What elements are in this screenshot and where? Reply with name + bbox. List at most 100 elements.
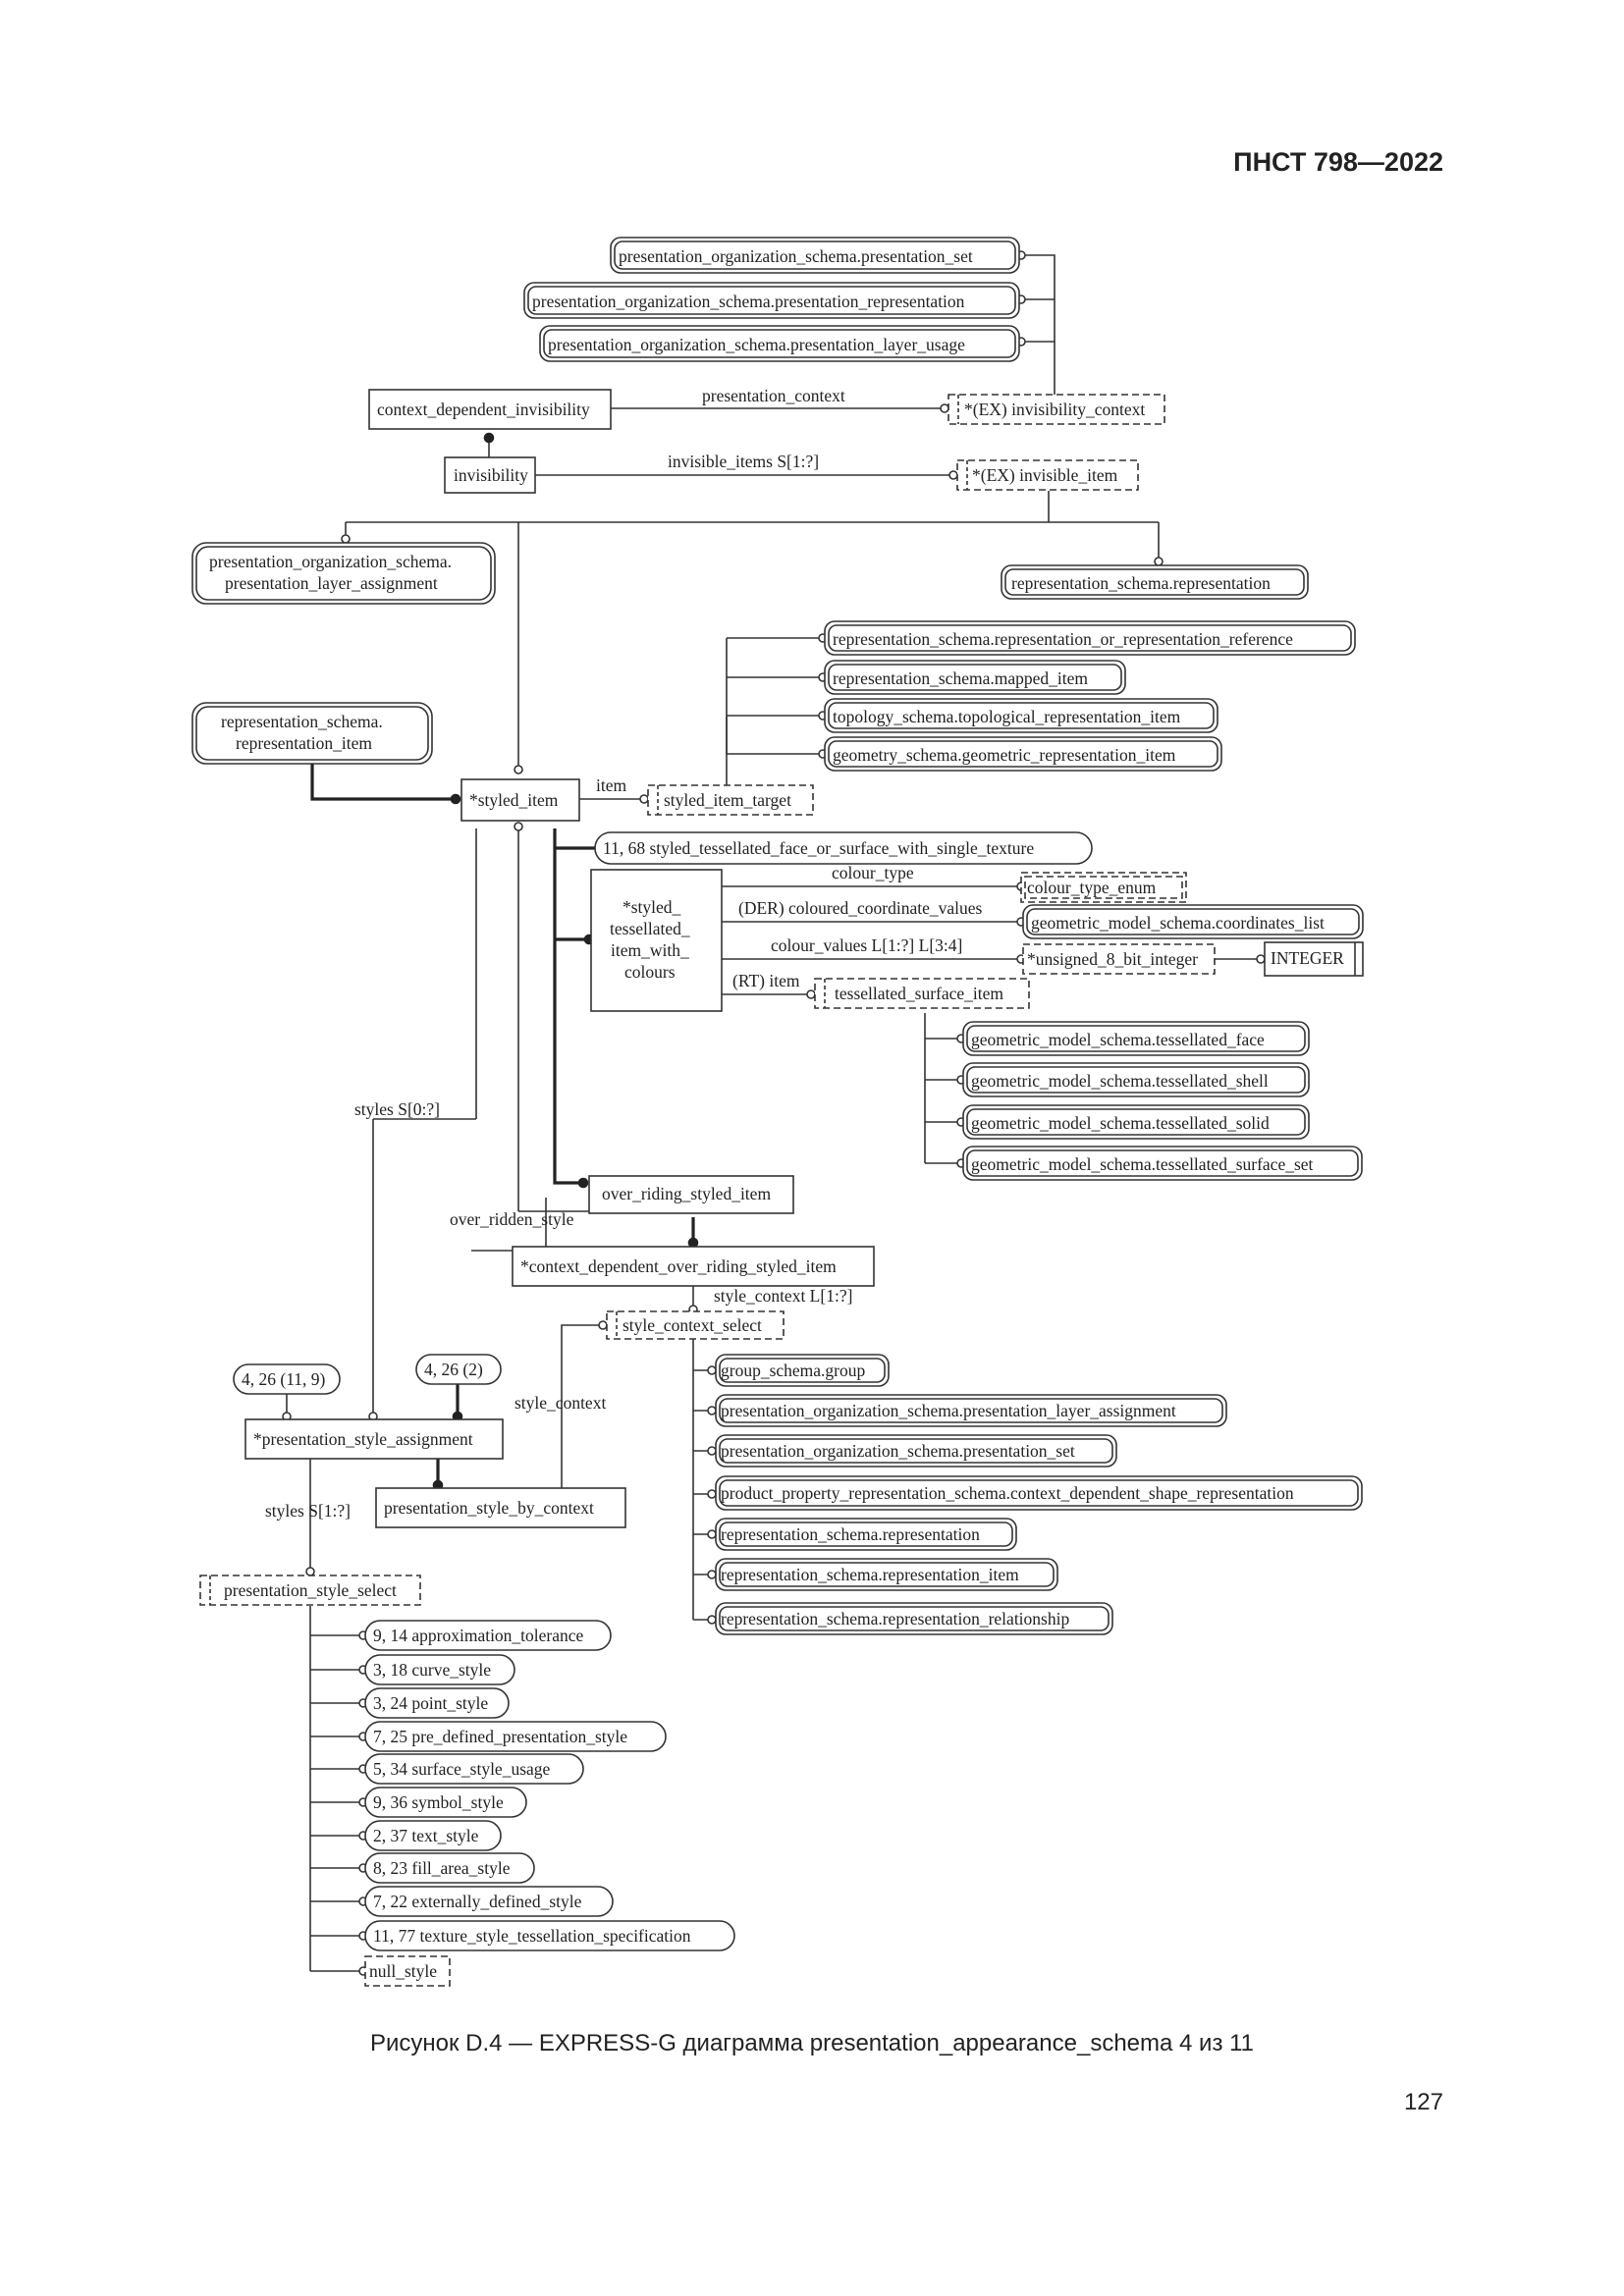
label: *presentation_style_assignment (253, 1429, 473, 1449)
label: *(EX) invisible_item (972, 465, 1118, 485)
attr-colour-type: colour_type (832, 863, 914, 882)
label: context_dependent_invisibility (377, 400, 590, 419)
attr-item: item (596, 775, 626, 795)
select-styled-item-target: styled_item_target (647, 784, 814, 816)
schema-ref-rep-or-rep-reference: representation_schema.representation_or_… (824, 620, 1356, 656)
schema-ref-topological-representation-item: topology_schema.topological_representati… (824, 698, 1218, 733)
page-ref-point-style: 3, 24 point_style (364, 1687, 510, 1719)
label: 3, 18 curve_style (373, 1660, 491, 1680)
type-unsigned-8-bit-integer: *unsigned_8_bit_integer (1022, 943, 1216, 975)
schema-ref-presentation-layer-assignment: presentation_organization_schema. presen… (191, 542, 496, 605)
label: tessellated_surface_item (835, 984, 1003, 1003)
label: 2, 37 text_style (373, 1826, 479, 1845)
label: presentation_organization_schema.present… (721, 1441, 1075, 1461)
schema-ref-representation-item-2: representation_schema.representation_ite… (715, 1558, 1058, 1591)
schema-ref-representation-2: representation_schema.representation (715, 1518, 1017, 1551)
attr-style-context: style_context (514, 1393, 606, 1413)
page-ref-approximation-tolerance: 9, 14 approximation_tolerance (364, 1620, 612, 1651)
page-ref-texture-style-tessellation: 11, 77 texture_style_tessellation_specif… (364, 1920, 735, 1951)
label: presentation_organization_schema.present… (619, 246, 973, 266)
select-colour-type-enum: colour_type_enum (1020, 872, 1187, 903)
schema-ref-representation: representation_schema.representation (1001, 564, 1309, 600)
label: over_riding_styled_item (602, 1184, 771, 1203)
entity-presentation-style-by-context: presentation_style_by_context (375, 1487, 626, 1528)
label: 5, 34 surface_style_usage (373, 1759, 551, 1779)
label: geometric_model_schema.tessellated_face (971, 1030, 1265, 1049)
label: geometric_model_schema.tessellated_solid (971, 1113, 1270, 1133)
schema-ref-presentation-layer-usage: presentation_organization_schema.present… (539, 325, 1020, 362)
label-line-2: presentation_layer_assignment (225, 573, 438, 593)
label: representation_schema.representation_or_… (833, 629, 1293, 649)
page-ref-styled-tessellated-face: 11, 68 styled_tessellated_face_or_surfac… (594, 831, 1093, 865)
page-ref-curve-style: 3, 18 curve_style (364, 1654, 515, 1685)
label: geometric_model_schema.tessellated_surfa… (971, 1154, 1314, 1174)
select-tessellated-surface-item: tessellated_surface_item (814, 978, 1030, 1009)
label: 4, 26 (11, 9) (242, 1369, 326, 1389)
schema-ref-presentation-set-2: presentation_organization_schema.present… (715, 1434, 1117, 1468)
select-invisible-item: *(EX) invisible_item (956, 459, 1139, 491)
schema-ref-representation-relationship: representation_schema.representation_rel… (715, 1602, 1113, 1635)
label: geometric_model_schema.tessellated_shell (971, 1071, 1269, 1091)
label-line-1: representation_schema. (221, 712, 383, 731)
label: representation_schema.representation_ite… (721, 1565, 1019, 1584)
label: null_style (369, 1961, 437, 1981)
page-ref-4-26-11-9: 4, 26 (11, 9) (233, 1363, 341, 1395)
schema-ref-geometric-representation-item: geometry_schema.geometric_representation… (824, 736, 1222, 772)
label: presentation_style_select (224, 1580, 397, 1600)
schema-ref-presentation-set: presentation_organization_schema.present… (610, 237, 1020, 274)
type-null-style: null_style (364, 1955, 451, 1987)
page-ref-fill-area-style: 8, 23 fill_area_style (364, 1852, 535, 1884)
page-ref-symbol-style: 9, 36 symbol_style (364, 1787, 527, 1818)
label: style_context_select (623, 1315, 762, 1335)
schema-ref-tessellated-face: geometric_model_schema.tessellated_face (962, 1021, 1310, 1056)
page-ref-externally-defined-style: 7, 22 externally_defined_style (364, 1886, 614, 1917)
entity-styled-item: *styled_item (460, 778, 580, 822)
label: 3, 24 point_style (373, 1693, 488, 1713)
entity-styled-tessellated-item-with-colours: *styled_ tessellated_ item_with_ colours (590, 869, 723, 1012)
schema-ref-tessellated-surface-set: geometric_model_schema.tessellated_surfa… (962, 1146, 1363, 1181)
label: 11, 77 texture_style_tessellation_specif… (373, 1926, 691, 1946)
attr-styles-1: styles S[1:?] (265, 1501, 351, 1521)
select-style-context-select: style_context_select (606, 1310, 785, 1340)
label: presentation_style_by_context (384, 1498, 594, 1518)
schema-ref-coordinates-list: geometric_model_schema.coordinates_list (1022, 904, 1364, 939)
label: presentation_organization_schema.present… (721, 1401, 1176, 1420)
label: presentation_organization_schema.present… (532, 292, 965, 311)
label: presentation_organization_schema.present… (548, 335, 965, 354)
label: invisibility (454, 465, 528, 485)
schema-ref-mapped-item: representation_schema.mapped_item (824, 660, 1126, 695)
schema-ref-presentation-layer-assignment-full: presentation_organization_schema.present… (715, 1394, 1227, 1427)
label: representation_schema.representation (721, 1524, 980, 1544)
attr-colour-values: colour_values L[1:?] L[3:4] (771, 935, 962, 955)
label: *(EX) invisibility_context (964, 400, 1145, 419)
attr-style-context-list: style_context L[1:?] (714, 1286, 852, 1306)
schema-ref-tessellated-shell: geometric_model_schema.tessellated_shell (962, 1062, 1310, 1097)
label: 4, 26 (2) (424, 1360, 483, 1379)
schema-ref-presentation-representation: presentation_organization_schema.present… (523, 282, 1020, 319)
attr-coloured-coordinate-values: (DER) coloured_coordinate_values (738, 898, 983, 918)
page-number: 127 (1403, 2089, 1443, 2115)
schema-ref-context-dependent-shape-representation: product_property_representation_schema.c… (715, 1475, 1363, 1511)
page-header: ПНСТ 798—2022 (1233, 147, 1443, 177)
label: *unsigned_8_bit_integer (1027, 949, 1198, 969)
label-line-1: presentation_organization_schema. (209, 552, 452, 571)
schema-ref-group: group_schema.group (715, 1354, 890, 1387)
label: styled_item_target (664, 790, 791, 810)
page-ref-surface-style-usage: 5, 34 surface_style_usage (364, 1753, 584, 1785)
label: 9, 14 approximation_tolerance (373, 1626, 584, 1645)
entity-context-dependent-invisibility: context_dependent_invisibility (368, 389, 612, 430)
label-line-4: colours (624, 962, 676, 982)
label: representation_schema.mapped_item (833, 668, 1088, 688)
figure-caption: Рисунок D.4 — EXPRESS-G диаграмма presen… (369, 2030, 1255, 2056)
attr-styles-0: styles S[0:?] (354, 1099, 440, 1119)
attr-presentation-context: presentation_context (702, 386, 845, 405)
entity-context-dependent-over-riding-styled-item: *context_dependent_over_riding_styled_it… (512, 1246, 875, 1287)
select-invisibility-context: *(EX) invisibility_context (947, 394, 1165, 425)
label: topology_schema.topological_representati… (833, 707, 1181, 726)
label: INTEGER (1271, 948, 1344, 968)
page-ref-text-style: 2, 37 text_style (364, 1820, 502, 1851)
label: geometry_schema.geometric_representation… (833, 745, 1176, 765)
page-ref-4-26-2: 4, 26 (2) (415, 1354, 502, 1385)
label: 8, 23 fill_area_style (373, 1858, 511, 1878)
label-line-2: representation_item (236, 733, 372, 753)
